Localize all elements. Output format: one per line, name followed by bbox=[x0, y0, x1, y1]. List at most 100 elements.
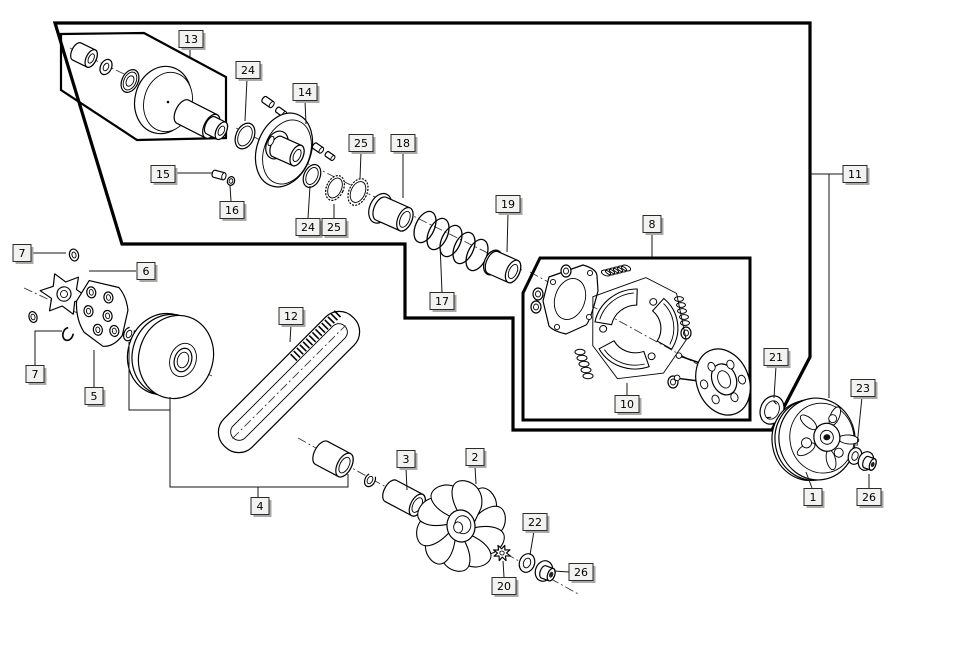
part-label-1[interactable]: 1 bbox=[803, 488, 825, 509]
label-box bbox=[295, 218, 321, 236]
part-label-6[interactable]: 6 bbox=[136, 262, 158, 283]
label-text: 23 bbox=[856, 382, 870, 395]
part-toothed-ring-25b bbox=[325, 175, 345, 201]
part-label-7b[interactable]: 7 bbox=[25, 365, 47, 386]
label-box bbox=[850, 379, 876, 397]
part-bearing-13 bbox=[120, 69, 140, 93]
leader-line-22 bbox=[529, 530, 535, 556]
part-label-14[interactable]: 14 bbox=[292, 83, 320, 104]
label-text: 25 bbox=[327, 221, 341, 234]
part-guide-slider-7b bbox=[28, 310, 38, 324]
label-box bbox=[278, 307, 304, 325]
leader-lines bbox=[31, 47, 870, 578]
label-text: 14 bbox=[298, 86, 312, 99]
part-flanged-nut-26a bbox=[534, 560, 556, 582]
part-label-22[interactable]: 22 bbox=[522, 513, 550, 534]
part-seal-ring-24b bbox=[302, 163, 322, 189]
part-clutch-hub bbox=[673, 348, 751, 416]
label-box bbox=[321, 218, 347, 236]
part-label-7a[interactable]: 7 bbox=[12, 244, 34, 265]
label-text: 12 bbox=[284, 310, 298, 323]
part-washer-13 bbox=[99, 58, 113, 76]
part-toothed-ring-25a bbox=[347, 178, 369, 206]
label-text: 19 bbox=[501, 198, 515, 211]
label-box bbox=[763, 348, 789, 366]
part-spring-17 bbox=[413, 210, 489, 272]
part-label-3[interactable]: 3 bbox=[396, 450, 418, 471]
part-label-19[interactable]: 19 bbox=[495, 195, 523, 216]
leader-line-14 bbox=[304, 100, 307, 125]
group-borders bbox=[52, 21, 812, 432]
label-text: 4 bbox=[257, 500, 264, 513]
label-text: 3 bbox=[403, 453, 410, 466]
label-box bbox=[250, 497, 270, 515]
label-box bbox=[522, 513, 548, 531]
label-box bbox=[12, 244, 32, 262]
label-box bbox=[25, 365, 45, 383]
label-box bbox=[614, 395, 640, 413]
part-label-12[interactable]: 12 bbox=[278, 307, 306, 328]
label-text: 13 bbox=[184, 33, 198, 46]
parts-layer bbox=[28, 42, 877, 582]
part-label-8[interactable]: 8 bbox=[642, 215, 664, 236]
label-box bbox=[150, 165, 176, 183]
part-label-26b[interactable]: 26 bbox=[856, 488, 884, 509]
part-washer-22 bbox=[518, 553, 536, 573]
label-text: 25 bbox=[354, 137, 368, 150]
label-text: 15 bbox=[156, 168, 170, 181]
part-label-15[interactable]: 15 bbox=[150, 165, 178, 186]
label-text: 16 bbox=[225, 204, 239, 217]
label-box bbox=[178, 30, 204, 48]
label-text: 5 bbox=[91, 390, 98, 403]
part-label-24b[interactable]: 24 bbox=[295, 218, 323, 239]
part-label-4[interactable]: 4 bbox=[250, 497, 272, 518]
part-label-20[interactable]: 20 bbox=[491, 577, 519, 598]
part-spacer-sleeve-4 bbox=[312, 440, 354, 478]
label-text: 26 bbox=[862, 491, 876, 504]
part-label-2[interactable]: 2 bbox=[465, 448, 487, 469]
label-box bbox=[136, 262, 156, 280]
axis-lines bbox=[23, 47, 749, 596]
part-seal-ring-24a bbox=[234, 122, 256, 150]
label-text: 2 bbox=[472, 451, 479, 464]
leader-line-1 bbox=[805, 471, 813, 489]
part-clip-7c bbox=[62, 326, 74, 342]
part-label-21[interactable]: 21 bbox=[763, 348, 791, 369]
part-movable-pulley-half bbox=[126, 312, 215, 400]
part-screw-d bbox=[324, 150, 336, 162]
leader-line-20 bbox=[502, 560, 505, 578]
part-ramp-plate-6 bbox=[39, 273, 89, 315]
part-label-16[interactable]: 16 bbox=[219, 201, 247, 222]
leader-line-17 bbox=[439, 243, 443, 293]
label-text: 17 bbox=[435, 295, 449, 308]
part-clutch-shoes-10 bbox=[587, 277, 687, 380]
part-collar-16 bbox=[226, 176, 236, 186]
part-label-18[interactable]: 18 bbox=[390, 134, 418, 155]
leader-line-12 bbox=[289, 324, 292, 343]
part-pulley-shaft-13 bbox=[133, 65, 229, 141]
label-box bbox=[292, 83, 318, 101]
part-label-13[interactable]: 13 bbox=[178, 30, 206, 51]
part-nuts-small bbox=[530, 264, 692, 389]
part-label-23[interactable]: 23 bbox=[850, 379, 878, 400]
leader-line-4 bbox=[128, 342, 170, 411]
part-label-26a[interactable]: 26 bbox=[568, 563, 596, 584]
part-guide-slider-7a bbox=[68, 248, 80, 262]
part-bushing-13 bbox=[70, 42, 98, 68]
leader-line-19 bbox=[506, 212, 509, 253]
label-text: 26 bbox=[574, 566, 588, 579]
part-label-25b[interactable]: 25 bbox=[321, 218, 349, 239]
part-label-11[interactable]: 11 bbox=[842, 165, 870, 186]
part-label-17[interactable]: 17 bbox=[429, 292, 457, 313]
part-v-belt-12 bbox=[217, 309, 361, 454]
part-label-25a[interactable]: 25 bbox=[348, 134, 376, 155]
label-box bbox=[390, 134, 416, 152]
leader-line-21 bbox=[773, 365, 777, 399]
part-star-washer-20 bbox=[492, 544, 512, 562]
part-label-24a[interactable]: 24 bbox=[235, 61, 263, 82]
part-label-10[interactable]: 10 bbox=[614, 395, 642, 416]
label-text: 22 bbox=[528, 516, 542, 529]
part-label-5[interactable]: 5 bbox=[84, 387, 106, 408]
part-screw-a bbox=[261, 95, 275, 109]
